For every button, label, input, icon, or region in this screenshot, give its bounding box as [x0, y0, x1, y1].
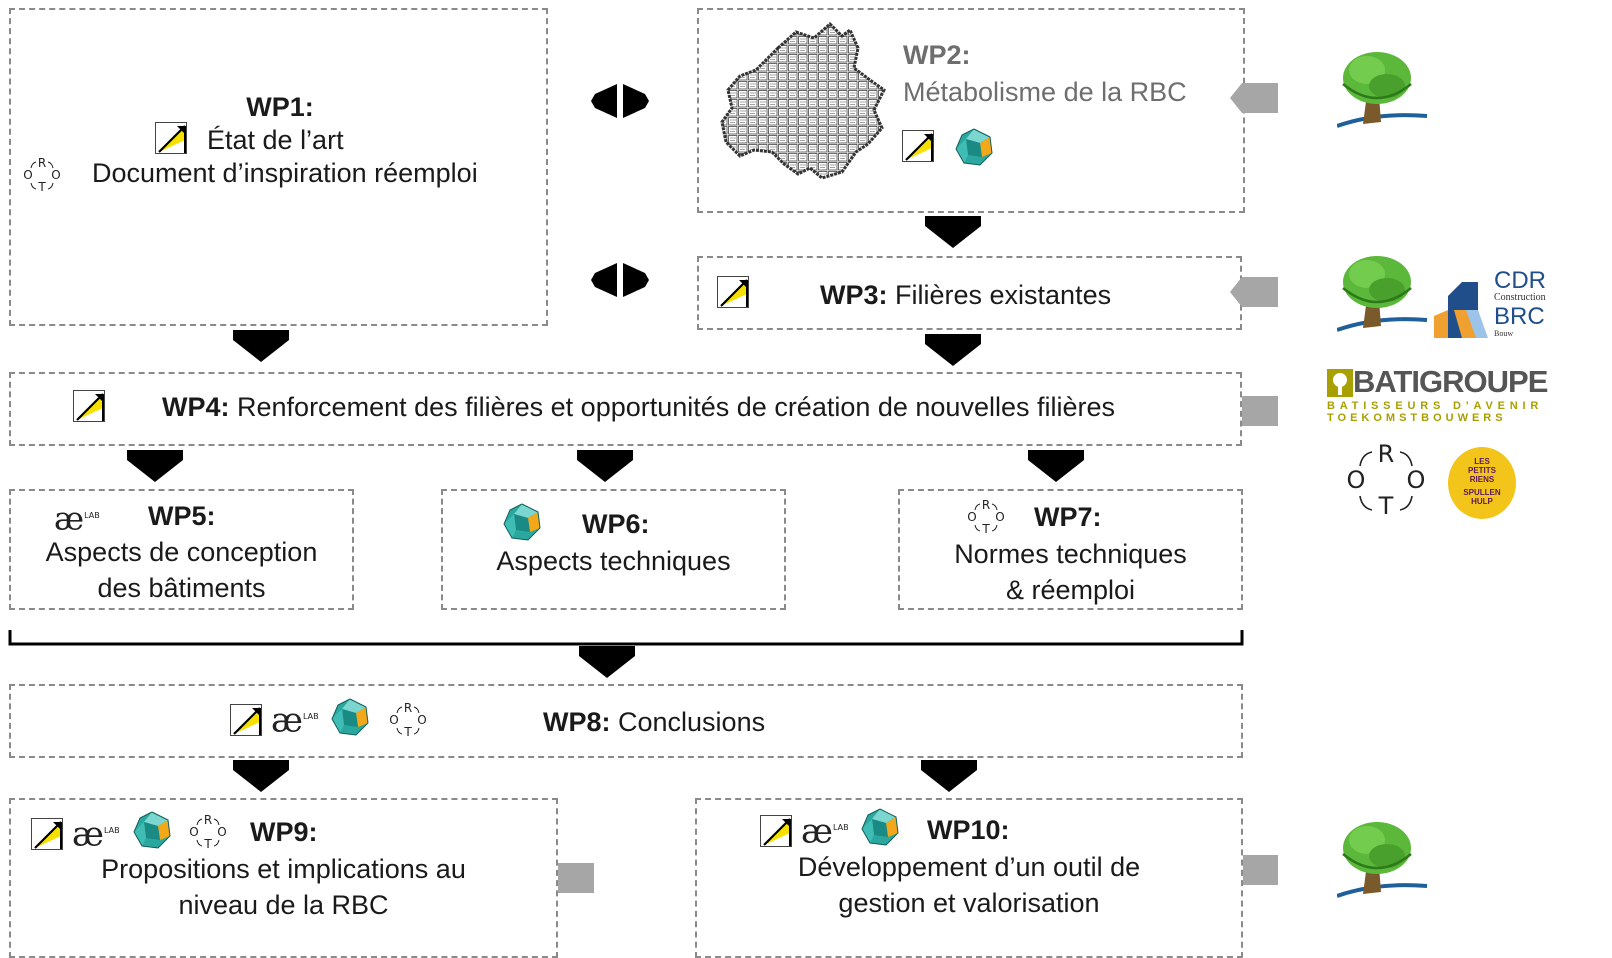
- rotor-o-right: O: [1407, 466, 1426, 494]
- bidirectional-arrow-icon: [591, 263, 649, 297]
- architect-square-icon: [717, 276, 750, 309]
- architect-square-icon: [73, 390, 106, 423]
- wp8-title: Conclusions: [618, 707, 766, 737]
- wp3-label: WP3: Filières existantes: [820, 280, 1112, 310]
- arrow-down-icon: [1028, 450, 1084, 482]
- wp7-line2: & réemploi: [1005, 575, 1136, 605]
- brussels-map: [720, 21, 886, 180]
- feed-arrow-icon: [1230, 83, 1278, 113]
- feed-arrow-icon: [1230, 277, 1278, 307]
- architect-square-icon: [31, 818, 64, 851]
- arrow-down-icon: [127, 450, 183, 482]
- lab-mark: LAB: [103, 826, 120, 835]
- wp1-state-of-art: État de l’art: [207, 125, 344, 155]
- arrow-down-icon: [921, 760, 977, 792]
- wp9-line2: niveau de la RBC: [178, 890, 389, 920]
- tree-logo: [1337, 254, 1429, 332]
- wp2-id: WP2:: [903, 40, 971, 70]
- batigroupe-name: BATIGROUPE: [1353, 364, 1548, 399]
- wp10-id: WP10:: [927, 815, 1010, 845]
- wp9-line1: Propositions et implications au: [101, 854, 466, 884]
- wp8-box: [9, 684, 1243, 758]
- wp4-title: Renforcement des filières et opportunité…: [237, 392, 1116, 422]
- ae-mark: æ: [54, 499, 85, 538]
- arrow-down-icon: [579, 646, 635, 678]
- lab-mark: LAB: [832, 823, 849, 832]
- arrow-down-icon: [577, 450, 633, 482]
- wp7-box: [898, 489, 1243, 610]
- wp5-line2: des bâtiments: [97, 573, 266, 603]
- lab-mark: LAB: [302, 712, 319, 721]
- wp9-box: [9, 798, 558, 958]
- brc-bouw: Bouw: [1494, 329, 1514, 338]
- wp6-id: WP6:: [582, 509, 650, 539]
- rotor-t: T: [1378, 492, 1394, 520]
- architect-square-icon: [902, 130, 935, 163]
- cdr-text: CDR: [1494, 267, 1546, 294]
- wp8-label: WP8: Conclusions: [543, 707, 766, 737]
- wp5-box: [9, 489, 354, 610]
- wp10-line2: gestion et valorisation: [838, 888, 1100, 918]
- rotor-logo: R O O T: [1347, 440, 1426, 520]
- batigroupe-tag1: BATISSEURS D’AVENIR: [1327, 400, 1544, 412]
- wp10-line1: Développement d’un outil de: [797, 852, 1141, 882]
- wp7-line1: Normes techniques: [954, 539, 1187, 569]
- wp1-id: WP1:: [246, 92, 314, 122]
- riens-l3: RIENS: [1469, 475, 1495, 484]
- ae-mark: æ: [801, 811, 833, 852]
- riens-l2: PETITS: [1467, 466, 1496, 475]
- wp6-box: [441, 489, 786, 610]
- brc-text: BRC: [1494, 303, 1545, 330]
- tree-logo: [1337, 50, 1429, 128]
- wp5-id: WP5:: [148, 501, 216, 531]
- ae-mark: æ: [72, 814, 104, 855]
- ae-mark: æ: [271, 700, 303, 741]
- cdr-brc-logo: CDR Construction BRC Bouw: [1432, 268, 1557, 340]
- wp4-label: WP4: Renforcement des filières et opport…: [162, 392, 1116, 422]
- wp2-title: Métabolisme de la RBC: [903, 77, 1187, 107]
- wp3-box: [697, 256, 1242, 330]
- teal-polyhedron-icon: [955, 128, 993, 166]
- batigroupe-tag2: TOEKOMSTBOUWERS: [1327, 412, 1507, 424]
- rotor-icon: [966, 497, 1006, 537]
- cdr-construction: Construction: [1494, 292, 1546, 303]
- teal-polyhedron-icon: [503, 503, 541, 541]
- arrow-down-icon: [925, 334, 981, 366]
- architect-square-icon: [155, 122, 188, 155]
- rotor-icon: [188, 812, 228, 852]
- merge-bracket: [8, 630, 1244, 646]
- riens-l4: SPULLEN: [1463, 488, 1501, 497]
- rotor-icon: [22, 155, 62, 195]
- batigroupe-logo: BATIGROUPE BATISSEURS D’AVENIR TOEKOMSTB…: [1327, 364, 1559, 428]
- wp6-line1: Aspects techniques: [496, 546, 731, 576]
- wp9-id: WP9:: [250, 817, 318, 847]
- wp1-box: [9, 8, 548, 326]
- ae-lab-icon: æLAB: [801, 811, 849, 848]
- riens-l1: LES: [1474, 457, 1490, 466]
- rotor-o-left: O: [1347, 466, 1366, 494]
- arrow-down-icon: [925, 216, 981, 248]
- arrow-down-icon: [233, 760, 289, 792]
- wp5-line1: Aspects de conception: [45, 537, 318, 567]
- teal-polyhedron-icon: [861, 808, 899, 846]
- rotor-icon: [388, 700, 428, 740]
- tree-logo: [1337, 820, 1429, 898]
- bidirectional-arrow-icon: [591, 84, 649, 118]
- ae-lab-icon: æLAB: [271, 700, 319, 737]
- architect-square-icon: [230, 704, 263, 737]
- arrow-down-icon: [233, 330, 289, 362]
- wp1-document: Document d’inspiration réemploi: [92, 158, 478, 188]
- rotor-r: R: [1378, 440, 1395, 468]
- wp3-title: Filières existantes: [895, 280, 1112, 310]
- petits-riens-logo: LES PETITS RIENS SPULLEN HULP: [1448, 447, 1516, 519]
- ae-lab-icon: æLAB: [72, 814, 120, 851]
- teal-polyhedron-icon: [133, 811, 171, 849]
- architect-square-icon: [760, 815, 793, 848]
- wp7-id: WP7:: [1034, 502, 1102, 532]
- lab-mark: LAB: [84, 511, 100, 520]
- riens-l5: HULP: [1471, 497, 1493, 506]
- wp4-box: [9, 372, 1242, 446]
- teal-polyhedron-icon: [331, 698, 369, 736]
- ae-lab-icon: æLAB: [54, 500, 100, 535]
